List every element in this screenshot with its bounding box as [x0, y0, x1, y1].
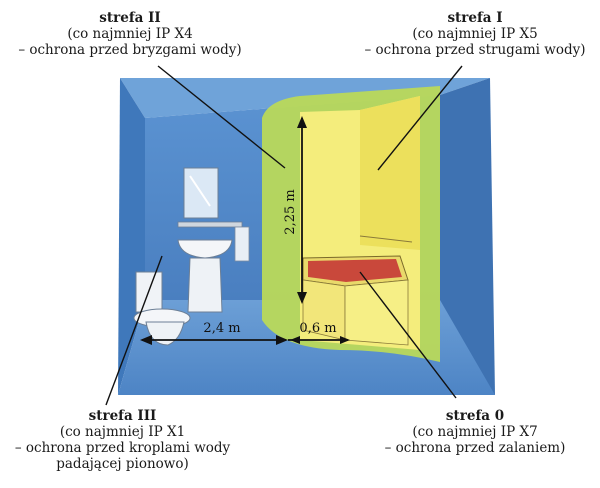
bathtub-side [344, 279, 409, 346]
mirror [177, 167, 243, 228]
zone-3-line1: (co najmniej IP X1 [59, 424, 186, 440]
zone-2-title: strefa II [99, 10, 161, 26]
zone-1-title: strefa I [447, 10, 503, 26]
zone-2-leader-line [157, 65, 286, 169]
bathtub-water [308, 259, 402, 282]
zone-2-label: strefa II (co najmniej IP X4 – ochrona p… [0, 10, 260, 58]
bathtub-ledge [359, 235, 413, 243]
washbasin [177, 239, 233, 313]
zone-0-line1: (co najmniej IP X7 [412, 424, 538, 440]
height-dimension-label: 2,25 m [283, 189, 298, 234]
zone-2-line2: – ochrona przed bryzgami wody) [18, 42, 242, 58]
zone-1-line2: – ochrona przed strugami wody) [364, 42, 586, 58]
zone-width-label: 0,6 m [299, 321, 336, 336]
zone-1-side [360, 96, 420, 250]
zone-1-leader-line [377, 65, 463, 171]
room-width-label: 2,4 m [203, 321, 240, 336]
room-width-dimension: 2,4 m [140, 321, 288, 345]
zone-3-title: strefa III [88, 408, 157, 424]
zone-2-line1: (co najmniej IP X4 [67, 26, 193, 42]
zone-3-label: strefa III (co najmniej IP X1 – ochrona … [0, 408, 245, 472]
zone-0-line2: – ochrona przed zalaniem) [384, 440, 566, 456]
zone-3-leader-line [105, 255, 163, 406]
zone-width-dimension: 0,6 m [288, 321, 350, 344]
right-wall [440, 78, 495, 395]
zone-1-label: strefa I (co najmniej IP X5 – ochrona pr… [350, 10, 600, 58]
zone-3-line3: padającej pionowo) [56, 456, 189, 472]
bathtub [302, 235, 413, 346]
towel [234, 226, 250, 262]
zone-3-line2: – ochrona przed kroplami wody [14, 440, 231, 456]
zone-1-line1: (co najmniej IP X5 [412, 26, 538, 42]
zone-0-title: strefa 0 [445, 408, 505, 424]
zone-0-leader-line [359, 271, 457, 399]
zone-0-label: strefa 0 (co najmniej IP X7 – ochrona pr… [375, 408, 575, 456]
height-dimension: 2,25 m [283, 116, 307, 304]
